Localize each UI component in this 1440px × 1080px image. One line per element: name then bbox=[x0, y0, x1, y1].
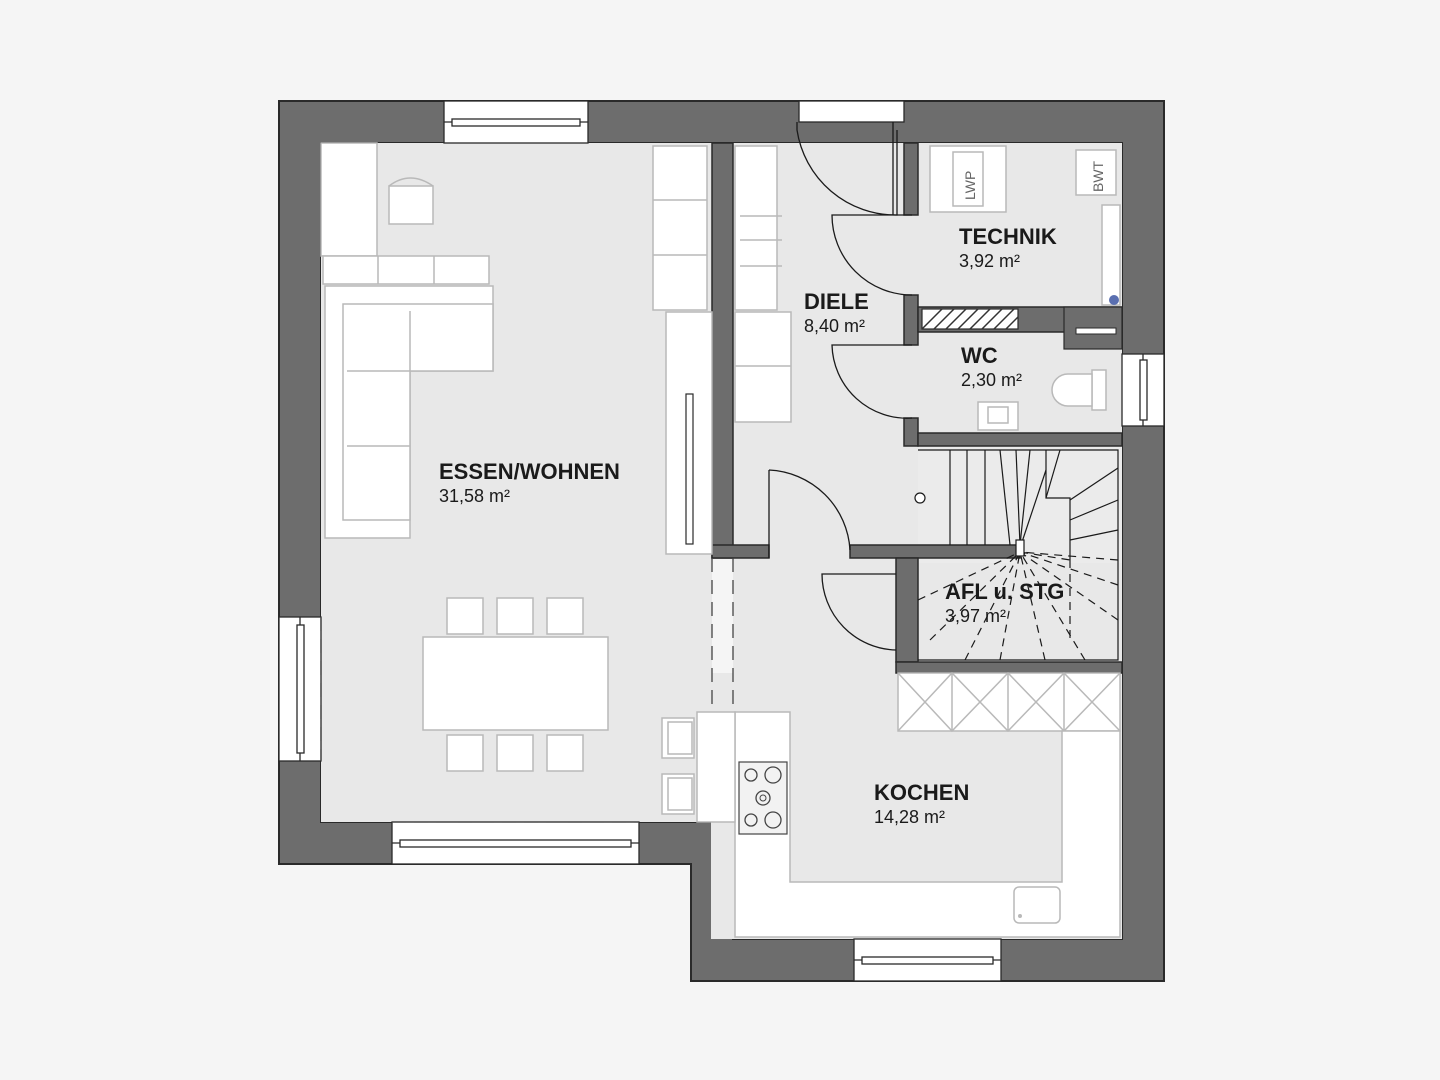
door-storage bbox=[821, 573, 897, 651]
toilet-bowl bbox=[1051, 373, 1093, 407]
sink bbox=[1013, 886, 1061, 924]
room-area: 2,30 m² bbox=[961, 370, 1022, 390]
windows bbox=[278, 100, 1165, 982]
tv bbox=[685, 393, 694, 545]
pantry-cabinets bbox=[897, 672, 1121, 732]
living-furniture bbox=[320, 142, 713, 772]
toilet-tank bbox=[1091, 369, 1107, 411]
room-label-wc: WC 2,30 m² bbox=[961, 343, 1022, 390]
room-label-technik: TECHNIK 3,92 m² bbox=[959, 224, 1057, 271]
room-name: WC bbox=[961, 343, 998, 368]
room-label-afl-stg: AFL u. STG 3,97 m² bbox=[945, 579, 1064, 626]
room-label-essen-wohnen: ESSEN/WOHNEN 31,58 m² bbox=[439, 459, 620, 506]
kitchen-island bbox=[696, 711, 736, 823]
water-treatment-box bbox=[1075, 149, 1117, 196]
technik-equipment: LWP BWT bbox=[929, 145, 1121, 306]
sideboard bbox=[322, 255, 490, 285]
stairs bbox=[914, 449, 1119, 661]
technik-shaft bbox=[921, 306, 1123, 350]
doors bbox=[768, 122, 913, 651]
room-name: ESSEN/WOHNEN bbox=[439, 459, 620, 484]
room-name: DIELE bbox=[804, 289, 869, 314]
door-kitchen bbox=[768, 469, 851, 558]
cooktop bbox=[738, 761, 788, 835]
shoe-cabinet bbox=[734, 311, 792, 423]
hall-furniture bbox=[734, 145, 792, 423]
kitchen-counter bbox=[734, 711, 1121, 938]
door-entrance bbox=[796, 122, 898, 216]
cabinet-column bbox=[652, 145, 708, 311]
room-label-diele: DIELE 8,40 m² bbox=[804, 289, 869, 336]
armchair bbox=[388, 185, 434, 225]
room-name: KOCHEN bbox=[874, 780, 969, 805]
wardrobe bbox=[734, 145, 778, 311]
dining-table bbox=[422, 636, 609, 731]
room-area: 31,58 m² bbox=[439, 486, 510, 506]
room-label-kochen: KOCHEN 14,28 m² bbox=[874, 780, 969, 827]
door-wc bbox=[831, 344, 913, 419]
door-technik bbox=[831, 214, 913, 296]
window-top-entrance bbox=[798, 100, 905, 123]
room-area: 3,97 m² bbox=[945, 606, 1006, 626]
wc-fixtures bbox=[977, 369, 1107, 431]
shelf-top-left bbox=[320, 142, 378, 257]
kitchen-furniture bbox=[661, 671, 1121, 938]
room-name: AFL u. STG bbox=[945, 579, 1064, 604]
room-area: 8,40 m² bbox=[804, 316, 865, 336]
room-area: 14,28 m² bbox=[874, 807, 945, 827]
water-treatment-label: BWT bbox=[1090, 160, 1106, 192]
room-area: 3,92 m² bbox=[959, 251, 1020, 271]
room-name: TECHNIK bbox=[959, 224, 1057, 249]
heat-pump-label: LWP bbox=[962, 171, 978, 200]
